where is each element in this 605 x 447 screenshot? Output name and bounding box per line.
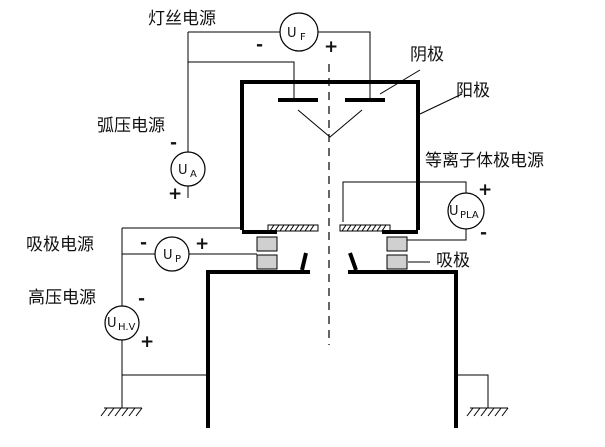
lower-vessel bbox=[206, 270, 458, 428]
svg-text:U: U bbox=[178, 163, 188, 178]
svg-text:+: + bbox=[195, 234, 209, 254]
extractor-electrodes bbox=[300, 252, 358, 271]
insulators bbox=[256, 236, 408, 270]
svg-text:-: - bbox=[170, 133, 177, 153]
plasma-electrode-plates bbox=[267, 224, 391, 232]
high-voltage-supply-label: 高压电源 bbox=[28, 288, 96, 308]
svg-text:PLA: PLA bbox=[460, 210, 479, 221]
svg-text:U: U bbox=[449, 204, 459, 219]
ground-symbol-right bbox=[466, 407, 509, 417]
polarity-signs: - + - + + - - + - + bbox=[138, 35, 492, 352]
extractor-label: 吸极 bbox=[436, 251, 470, 271]
anode-label: 阳极 bbox=[456, 81, 490, 101]
svg-text:-: - bbox=[256, 35, 263, 55]
svg-text:+: + bbox=[478, 180, 492, 200]
svg-text:-: - bbox=[138, 289, 145, 309]
meter-ua: U A bbox=[170, 151, 206, 187]
label-leaders bbox=[379, 69, 463, 263]
svg-text:U: U bbox=[287, 26, 297, 41]
arc-supply-label: 弧压电源 bbox=[97, 116, 165, 136]
meter-upla: U PLA bbox=[447, 192, 485, 230]
filament-supply-label: 灯丝电源 bbox=[148, 9, 216, 29]
plasma-supply-label: 等离子体极电源 bbox=[425, 151, 544, 171]
cathode-label: 阴极 bbox=[410, 45, 444, 65]
ground-symbol-left bbox=[100, 407, 143, 417]
circuit-wires bbox=[121, 31, 489, 408]
meter-uhv: U H.V bbox=[104, 305, 140, 341]
svg-text:P: P bbox=[175, 254, 181, 265]
cathode-filaments bbox=[278, 98, 385, 138]
meter-up: U P bbox=[154, 236, 190, 272]
svg-text:-: - bbox=[140, 233, 147, 253]
svg-text:A: A bbox=[190, 169, 197, 180]
svg-text:H.V: H.V bbox=[118, 322, 136, 333]
svg-text:U: U bbox=[107, 316, 117, 331]
svg-text:U: U bbox=[163, 248, 173, 263]
svg-text:F: F bbox=[300, 32, 306, 43]
svg-text:+: + bbox=[168, 184, 182, 204]
extractor-supply-label: 吸极电源 bbox=[26, 235, 94, 255]
svg-text:+: + bbox=[324, 37, 338, 57]
anode-chamber bbox=[240, 80, 420, 230]
svg-text:-: - bbox=[480, 223, 487, 243]
meter-uf: U F bbox=[279, 12, 319, 52]
svg-text:+: + bbox=[140, 332, 154, 352]
